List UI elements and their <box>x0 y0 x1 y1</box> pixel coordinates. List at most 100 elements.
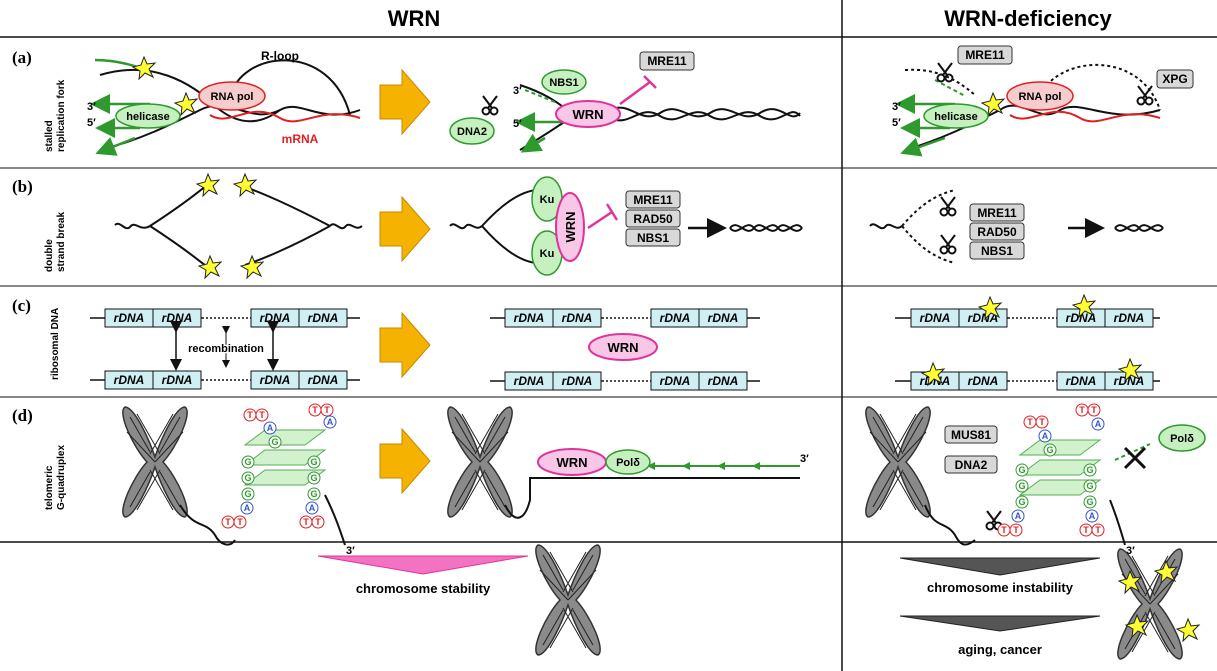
svg-text:T: T <box>237 517 243 527</box>
svg-text:T: T <box>1001 525 1007 535</box>
chromosome-instability-label: chromosome instability <box>927 580 1074 595</box>
recombination-arrows <box>170 321 279 371</box>
wrn-enzyme-b <box>555 192 585 262</box>
wrn-label-b: WRN <box>563 211 578 242</box>
rdna-pair: rDNA rDNA <box>1056 308 1154 328</box>
wrn-label-d: WRN <box>556 455 587 470</box>
dna2-label-d: DNA2 <box>955 458 988 472</box>
g-quadruplex-left <box>243 429 346 546</box>
mre11-label-a: MRE11 <box>647 54 687 68</box>
dna2-label: DNA2 <box>457 126 487 138</box>
helicase-label-def: helicase <box>934 111 977 123</box>
synthesis-arrows <box>640 462 800 470</box>
pold-label-def: Polδ <box>1170 433 1194 445</box>
rdna-pair: rDNA rDNA <box>250 370 348 390</box>
svg-text:G: G <box>1086 465 1093 475</box>
svg-text:G: G <box>244 473 251 483</box>
rdna-label: rDNA <box>162 311 193 325</box>
chromosome-stability-label: chromosome stability <box>356 581 491 596</box>
svg-text:T: T <box>315 517 321 527</box>
r-loop-label: R-loop <box>261 49 299 63</box>
rdna-label: rDNA <box>708 311 739 325</box>
rdna-pair: rDNA rDNA <box>1056 371 1154 391</box>
nbs1-label-b-def: NBS1 <box>981 244 1013 258</box>
svg-text:A: A <box>267 423 274 433</box>
g-right-3prime: 3′ <box>1126 545 1135 557</box>
rdna-label: rDNA <box>562 374 593 388</box>
wrn-label-c: WRN <box>607 340 638 355</box>
telomere-tail-left <box>179 504 236 546</box>
xpg-label: XPG <box>1162 72 1187 86</box>
aging-wedge <box>899 615 1101 632</box>
pold-enzyme-d <box>605 449 651 475</box>
mus81-label: MUS81 <box>951 428 991 442</box>
svg-text:T: T <box>1079 405 1085 415</box>
svg-text:G: G <box>310 457 317 467</box>
rdna-label: rDNA <box>162 373 193 387</box>
row-b-right-diagram <box>869 189 1164 264</box>
mre11-label-b: MRE11 <box>633 193 673 207</box>
row-a-left-diagram <box>90 56 361 156</box>
rdna-label: rDNA <box>308 373 339 387</box>
rdna-label: rDNA <box>968 374 999 388</box>
dna2-enzyme <box>449 117 495 145</box>
rdna-label: rDNA <box>308 311 339 325</box>
rna-pol-enzyme-def <box>1006 81 1074 111</box>
rdna-pair: rDNA rDNA <box>104 308 202 328</box>
g-left-3prime: 3′ <box>346 545 355 557</box>
svg-text:A: A <box>309 503 316 513</box>
svg-text:G: G <box>244 457 251 467</box>
rdna-label: rDNA <box>708 374 739 388</box>
ku-lower-label: Ku <box>540 248 555 260</box>
svg-text:G: G <box>1086 481 1093 491</box>
nbs1-label-b: NBS1 <box>637 231 669 245</box>
row-d-side-label: telomericG-quadruplex <box>44 445 67 510</box>
ku-upper-label: Ku <box>540 194 555 206</box>
pold-enzyme-def <box>1158 424 1206 452</box>
d-mid-3prime: 3′ <box>800 453 809 465</box>
a-right-5prime: 5′ <box>892 117 901 129</box>
svg-text:T: T <box>1027 417 1033 427</box>
pold-label-d: Polδ <box>616 457 640 469</box>
rdna-pair: rDNA rDNA <box>104 370 202 390</box>
svg-text:A: A <box>1015 511 1022 521</box>
wrn-enzyme-a <box>555 100 621 128</box>
dna2-box-d <box>944 455 998 474</box>
svg-text:T: T <box>225 517 231 527</box>
rna-pol-label: RNA pol <box>211 91 254 103</box>
rdna-label: rDNA <box>514 374 545 388</box>
rad50-box-b <box>625 209 681 228</box>
nucleotides-left: T T A G G G G G G G T T A A T T A T T <box>221 403 337 529</box>
xpg-box <box>1156 69 1194 89</box>
rdna-label: rDNA <box>114 373 145 387</box>
svg-text:G: G <box>271 437 278 447</box>
mre11-box-b <box>625 190 681 209</box>
rdna-pair: rDNA rDNA <box>504 308 602 328</box>
svg-text:T: T <box>303 517 309 527</box>
telomere-tail-right <box>924 504 976 546</box>
wrn-label-a: WRN <box>572 107 603 122</box>
rdna-pair: rDNA rDNA <box>910 371 1008 391</box>
rdna-label: rDNA <box>562 311 593 325</box>
row-d-letter: (d) <box>12 406 33 425</box>
mre11-box-a <box>639 51 695 71</box>
rdna-label: rDNA <box>920 311 951 325</box>
rdna-label: rDNA <box>1066 374 1097 388</box>
svg-text:G: G <box>1086 497 1093 507</box>
svg-text:T: T <box>247 410 253 420</box>
helicase-label: helicase <box>126 111 169 123</box>
header-wrn-deficiency: WRN-deficiency <box>944 6 1112 31</box>
nbs1-label-a: NBS1 <box>549 77 578 89</box>
rdna-label: rDNA <box>114 311 145 325</box>
mre11-box-a-def <box>957 45 1013 65</box>
rdna-label: rDNA <box>660 311 691 325</box>
rdna-label: rDNA <box>968 311 999 325</box>
mre11-label-b-def: MRE11 <box>977 206 1017 220</box>
rad50-label-b-def: RAD50 <box>977 225 1017 239</box>
rdna-pair: rDNA rDNA <box>504 371 602 391</box>
g-quadruplex-right <box>985 439 1151 546</box>
nbs1-enzyme-a <box>541 69 587 95</box>
svg-text:A: A <box>327 417 334 427</box>
svg-text:T: T <box>259 410 265 420</box>
row-c-dots <box>202 317 1056 382</box>
